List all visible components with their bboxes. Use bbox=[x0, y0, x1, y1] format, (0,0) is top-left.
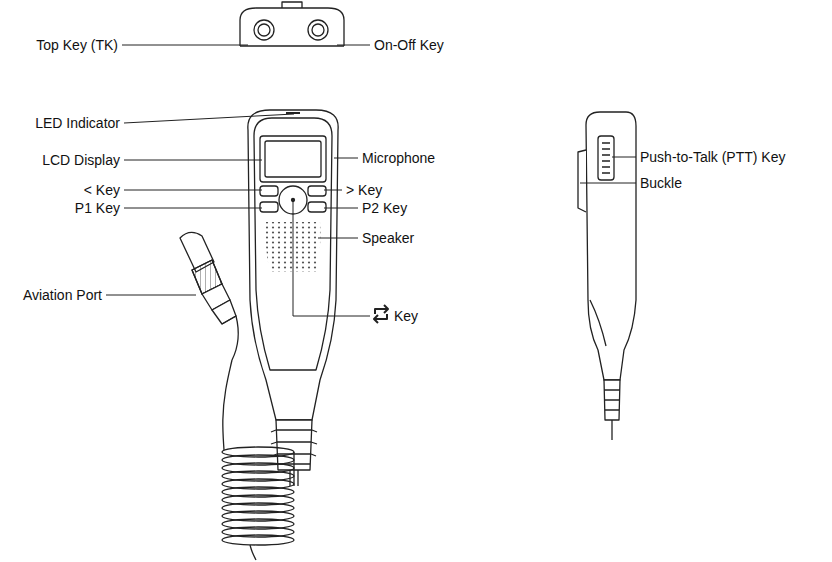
drawing-stroke bbox=[240, 45, 344, 46]
drawing-stroke bbox=[590, 300, 606, 346]
drawing-stroke bbox=[260, 186, 278, 196]
drawing-stroke bbox=[124, 160, 262, 161]
part-label: Push-to-Talk (PTT) Key bbox=[640, 148, 785, 166]
drawing-stroke bbox=[580, 183, 636, 184]
swap-key-icon bbox=[374, 305, 388, 323]
drawing-stroke bbox=[312, 24, 324, 36]
drawing-stroke bbox=[334, 158, 358, 159]
part-label: Microphone bbox=[362, 149, 435, 167]
aviation-connector bbox=[180, 232, 238, 360]
drawing-stroke bbox=[324, 208, 358, 209]
drawing-stroke bbox=[106, 295, 196, 296]
cable bbox=[293, 452, 294, 486]
drawing-stroke bbox=[254, 20, 274, 40]
drawing-stroke bbox=[258, 24, 270, 36]
drawing-stroke bbox=[240, 8, 344, 46]
drawing-stroke bbox=[308, 202, 326, 212]
drawing-stroke bbox=[604, 380, 620, 420]
part-label: Buckle bbox=[640, 174, 682, 192]
drawing-stroke bbox=[602, 143, 610, 173]
drawing-stroke bbox=[586, 112, 636, 380]
part-label: P1 Key bbox=[75, 199, 120, 217]
coiled-cable bbox=[222, 360, 294, 560]
side-view bbox=[578, 112, 636, 440]
drawing-stroke bbox=[611, 420, 612, 440]
drawing-stroke bbox=[384, 305, 388, 313]
drawing-stroke bbox=[604, 390, 620, 410]
part-label: LCD Display bbox=[42, 151, 120, 169]
top-view bbox=[240, 2, 344, 46]
part-label: > Key bbox=[346, 181, 382, 199]
part-label: Top Key (TK) bbox=[36, 36, 118, 54]
cable bbox=[250, 545, 256, 560]
part-label: Key bbox=[394, 307, 418, 325]
part-label: LED Indicator bbox=[35, 114, 120, 132]
drawing-stroke bbox=[222, 316, 238, 360]
leader-lines bbox=[106, 45, 636, 316]
part-label: < Key bbox=[84, 181, 120, 199]
drawing-stroke bbox=[374, 315, 378, 323]
drawing-stroke bbox=[260, 202, 278, 212]
drawing-stroke bbox=[260, 136, 326, 182]
part-label: Speaker bbox=[362, 229, 414, 247]
drawing-stroke bbox=[180, 2, 636, 560]
drawing-stroke bbox=[124, 190, 262, 191]
drawing-stroke bbox=[293, 200, 370, 316]
part-label: Aviation Port bbox=[23, 286, 102, 304]
drawing-stroke bbox=[212, 300, 236, 324]
drawing-stroke bbox=[122, 45, 248, 46]
drawing-stroke bbox=[297, 470, 298, 486]
drawing-stroke bbox=[308, 20, 328, 40]
drawing-stroke bbox=[124, 208, 262, 209]
drawing-stroke bbox=[308, 186, 326, 196]
drawing-stroke bbox=[337, 45, 370, 46]
drawing-stroke bbox=[282, 2, 302, 8]
coil-turn bbox=[222, 535, 294, 545]
part-label: On-Off Key bbox=[374, 36, 444, 54]
drawing-stroke bbox=[578, 150, 586, 212]
drawing-stroke bbox=[124, 114, 294, 123]
cable bbox=[223, 360, 232, 450]
drawing-stroke bbox=[265, 141, 321, 177]
part-label: P2 Key bbox=[362, 199, 407, 217]
drawing-stroke bbox=[612, 157, 636, 158]
drawing-stroke bbox=[318, 238, 358, 239]
drawing-stroke bbox=[324, 190, 342, 191]
drawing-stroke bbox=[598, 136, 614, 180]
